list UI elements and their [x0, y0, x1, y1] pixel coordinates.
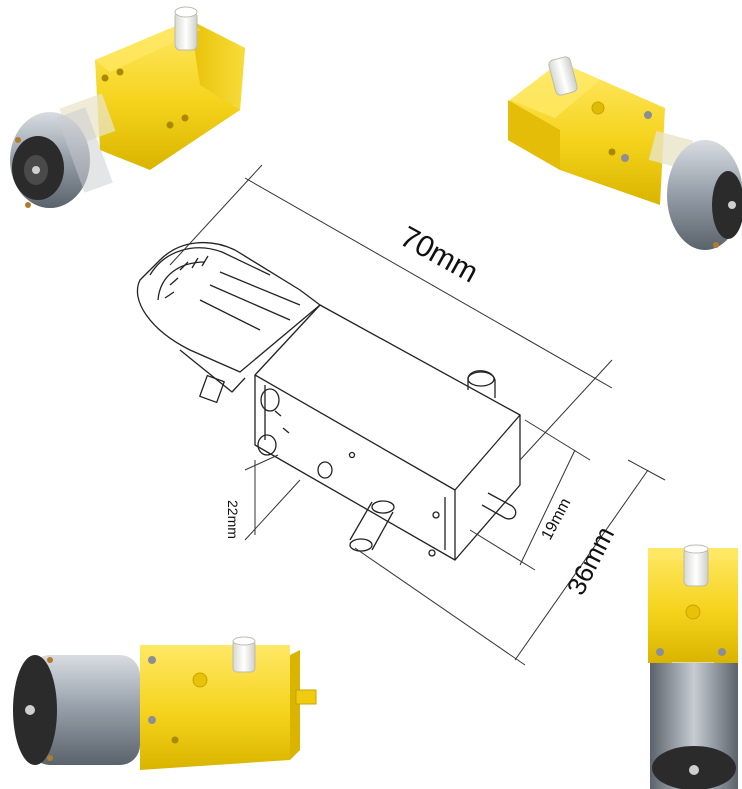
- gearbox-end-face: [454, 415, 521, 561]
- front-slot: [257, 434, 277, 456]
- ext-line-19-bottom: [469, 529, 536, 571]
- housing-boss: [685, 604, 701, 620]
- motor-photo-top-left: [10, 6, 245, 208]
- rear-shaft: [481, 492, 517, 520]
- dimension-shaft-offset-label: 22mm: [225, 500, 241, 539]
- screw: [656, 648, 664, 656]
- gearbox-edge-lines: [264, 385, 446, 550]
- dim-line-36: [514, 469, 649, 661]
- motor-can-lines: [199, 271, 301, 331]
- screw: [621, 154, 629, 162]
- front-slot: [260, 388, 280, 412]
- shaft-tip: [232, 636, 256, 646]
- gearbox-side: [190, 20, 245, 110]
- motor-shaft-end: [728, 201, 736, 209]
- front-hole: [317, 461, 333, 479]
- output-shaft: [548, 56, 578, 96]
- housing-boss: [591, 101, 605, 115]
- motor-shaft-end: [25, 705, 35, 715]
- output-shaft-sides: [349, 501, 394, 551]
- dimension-height-label: 36mm: [561, 522, 621, 600]
- motor-can: [30, 655, 140, 765]
- motor-shaft-end: [32, 166, 40, 174]
- gearbox-front: [508, 100, 560, 170]
- shaft-tip: [174, 6, 198, 18]
- small-hole: [348, 451, 356, 459]
- motor-photo-bottom-left: [13, 636, 317, 770]
- gearbox-top-face: [254, 304, 521, 491]
- motor-line-drawing: [136, 241, 521, 561]
- ext-line-36-bottom: [354, 547, 526, 666]
- dimension-shaft-spacing-label: 19mm: [539, 496, 575, 543]
- mount-hole: [608, 148, 616, 156]
- gearbox-front-face: [254, 375, 456, 561]
- clip-outline: [199, 374, 225, 404]
- mount-hole: [181, 114, 189, 122]
- mount-hole: [116, 68, 124, 76]
- top-shaft-end: [467, 371, 495, 387]
- output-shaft-top: [371, 500, 395, 514]
- mount-hole: [171, 736, 179, 744]
- motor-end-cap: [712, 171, 742, 239]
- screw: [644, 111, 652, 119]
- motor-shaft-end: [689, 765, 699, 775]
- screw: [718, 648, 726, 656]
- gearbox-housing: [140, 645, 290, 770]
- mount-hole: [101, 74, 109, 82]
- output-shaft: [683, 547, 709, 587]
- output-shaft-end: [349, 538, 373, 552]
- mount-hole: [166, 121, 174, 129]
- ext-line-19-top: [524, 419, 591, 461]
- motor-end-ring: [149, 247, 271, 276]
- ext-line-70-right: [519, 359, 613, 461]
- motor-photo-top-right: [508, 56, 742, 250]
- dimension-length-label: 70mm: [395, 220, 484, 289]
- gearbox-side: [290, 650, 300, 760]
- motor-end-detail: [164, 255, 209, 299]
- front-detail: [274, 410, 290, 434]
- ext-line-22-bottom: [244, 479, 301, 541]
- ext-line-22-top: [244, 454, 279, 471]
- motor-terminal: [713, 242, 719, 248]
- screw: [148, 716, 156, 724]
- ext-line-36-top: [627, 459, 666, 481]
- motor-terminal: [15, 137, 21, 143]
- dim-line-70: [244, 177, 613, 389]
- shaft-tip: [683, 544, 709, 554]
- clip-edge: [179, 349, 246, 393]
- motor-can-highlight: [57, 107, 113, 193]
- dimension-lines: [169, 164, 666, 666]
- screw: [148, 656, 156, 664]
- output-shaft: [174, 11, 198, 51]
- motor-outline: [136, 241, 321, 373]
- dim-line-19: [519, 449, 576, 566]
- motor-end-ring-inner: [157, 261, 206, 301]
- small-hole: [432, 511, 440, 519]
- motor-photo-bottom-right: [648, 544, 738, 789]
- motor-terminal: [47, 755, 53, 761]
- motor-terminal: [47, 657, 53, 663]
- small-hole: [428, 549, 436, 557]
- rear-shaft-stub: [295, 689, 317, 705]
- ext-line-70-left: [169, 164, 263, 266]
- housing-boss: [192, 672, 208, 688]
- gearbox-top-edge: [95, 20, 200, 72]
- motor-terminal: [25, 202, 31, 208]
